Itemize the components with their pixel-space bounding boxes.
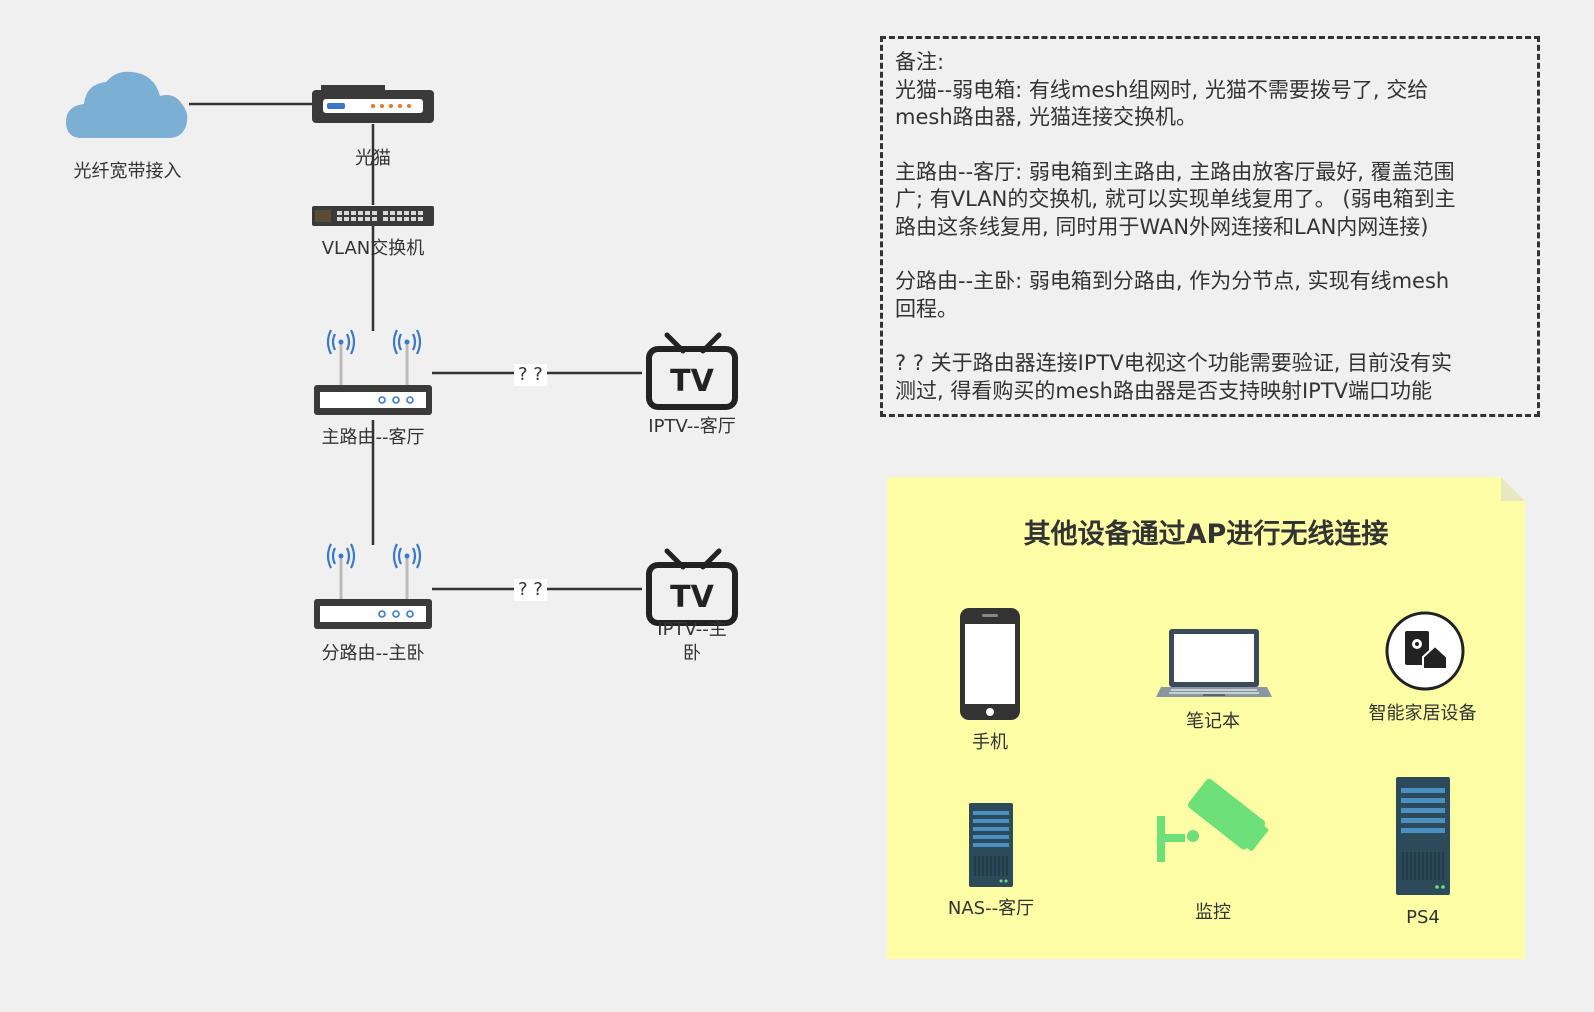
phone-icon [960, 608, 1020, 720]
notes-line: 分路由--主卧: 弱电箱到分路由, 作为分节点, 实现有线mesh [895, 269, 1450, 293]
smart-home-label: 智能家居设备 [1368, 703, 1477, 724]
panel-fold-corner [1501, 477, 1525, 501]
tv-icon: TV [646, 332, 738, 410]
sub-router-icon [314, 543, 432, 629]
notes-line: 路由这条线复用, 同时用于WAN外网连接和LAN内网连接) [895, 214, 1429, 239]
tv-glyph: TV [670, 580, 714, 615]
laptop-label: 笔记本 [1186, 711, 1240, 732]
sub-router-label: 分路由--主卧 [321, 643, 425, 664]
phone-label: 手机 [972, 732, 1008, 753]
tv-glyph: TV [670, 364, 714, 399]
camera-label: 监控 [1195, 902, 1231, 923]
ps4-label: PS4 [1406, 907, 1440, 928]
link-question-2: ? ? [514, 579, 547, 601]
notes-line: 广; 有VLAN的交换机, 就可以实现单线复用了。 (弱电箱到主 [895, 187, 1456, 211]
nas-icon [969, 803, 1013, 887]
notes-line: 测过, 得看购买的mesh路由器是否支持映射IPTV端口功能 [895, 378, 1433, 403]
laptop-icon [1156, 629, 1272, 697]
modem-icon [312, 85, 434, 123]
notes-line: 回程。 [895, 296, 958, 321]
nas-label: NAS--客厅 [947, 898, 1035, 919]
notes-line: 主路由--客厅: 弱电箱到主路由, 主路由放客厅最好, 覆盖范围 [895, 159, 1455, 184]
tv2-label: IPTV--主卧 [657, 619, 727, 664]
cloud-label: 光纤宽带接入 [73, 161, 182, 182]
ap-panel-title: 其他设备通过AP进行无线连接 [1023, 519, 1389, 550]
notes-line: mesh路由器, 光猫连接交换机。 [895, 105, 1197, 129]
main-router-icon [314, 329, 432, 415]
camera-icon [1157, 778, 1269, 862]
main-router-label: 主路由--客厅 [321, 427, 425, 448]
smart-home-icon [1385, 611, 1465, 691]
notes-title: 备注: [895, 50, 945, 74]
link-question-1: ? ? [514, 364, 547, 386]
ps4-icon [1396, 777, 1450, 895]
modem-label: 光猫 [355, 148, 391, 169]
switch-icon [312, 206, 434, 226]
tv1-label: IPTV--客厅 [648, 416, 736, 437]
notes-line: ? ? 关于路由器连接IPTV电视这个功能需要验证, 目前没有实 [895, 351, 1453, 375]
notes-box: 备注: 光猫--弱电箱: 有线mesh组网时, 光猫不需要拨号了, 交给 mes… [880, 36, 1540, 417]
notes-line: 光猫--弱电箱: 有线mesh组网时, 光猫不需要拨号了, 交给 [895, 77, 1429, 102]
tv-icon: TV [646, 548, 738, 626]
cloud-icon [66, 71, 188, 138]
switch-label: VLAN交换机 [321, 238, 425, 259]
